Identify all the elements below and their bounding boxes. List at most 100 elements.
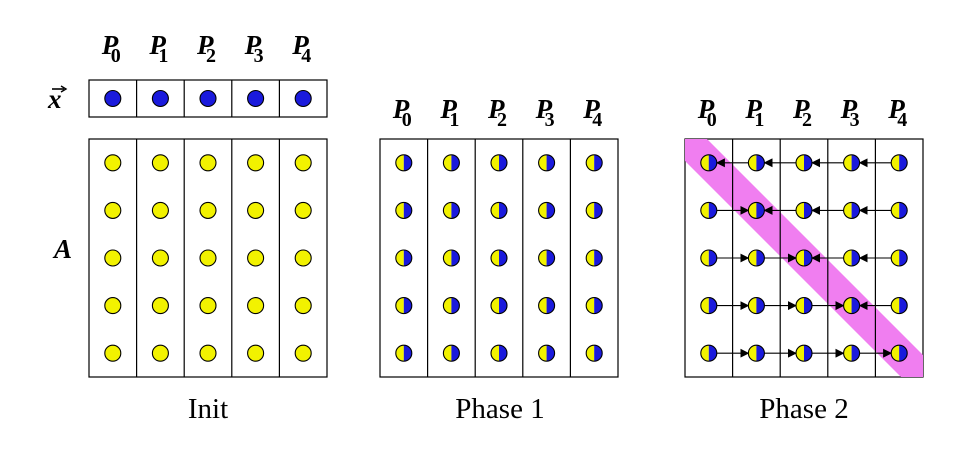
processor-index-4: 4 [301, 45, 311, 67]
half-dot [700, 201, 718, 219]
half-dot-right-part [708, 202, 717, 219]
half-dot-left-part [395, 297, 404, 314]
half-dot-left-part [443, 154, 452, 171]
matrix-a-dots-init [104, 154, 312, 362]
half-dot-left-part [748, 202, 757, 219]
half-dot-outline [538, 249, 556, 267]
x-dot [104, 89, 122, 108]
a-dot [104, 201, 122, 219]
a-dot [247, 201, 265, 219]
half-dot-outline [395, 249, 413, 267]
processor-index-2: 2 [206, 45, 216, 67]
half-dot-left-part [700, 250, 709, 266]
half-dot-left-part [796, 250, 804, 266]
half-dot-right-part [756, 154, 765, 171]
half-dot-right-part [756, 202, 765, 219]
half-dot-right-part [899, 345, 908, 362]
half-dot-right-part [499, 154, 507, 171]
half-dot-right-part [403, 154, 412, 171]
half-dot [747, 297, 765, 315]
half-dot-right-part [403, 202, 412, 219]
half-dot [490, 249, 508, 267]
half-dot-left-part [443, 345, 452, 362]
a-dot [104, 344, 122, 362]
half-dot-left-part [748, 154, 757, 171]
caption-phase-2: Phase 2 [759, 393, 848, 425]
half-dot-outline [795, 297, 813, 315]
matrix-a-dots-phase1 [395, 154, 603, 362]
half-dot [747, 201, 765, 219]
processor-index-3: 3 [545, 109, 555, 131]
a-dot [199, 297, 217, 315]
half-dot-outline [490, 154, 508, 172]
half-dot-left-part [491, 202, 499, 219]
half-dot-right-part [546, 297, 555, 314]
half-dot-left-part [796, 297, 804, 314]
processor-label-0: P [697, 94, 715, 124]
half-dot-left-part [796, 154, 804, 171]
half-dot-right-part [451, 202, 460, 219]
half-dot-outline [442, 249, 460, 267]
a-dot [104, 297, 122, 315]
a-dot [151, 344, 169, 362]
half-dot-left-part [395, 250, 404, 266]
half-dot-right-part [594, 297, 603, 314]
half-dot-right-part [451, 297, 460, 314]
half-dot-outline [700, 154, 718, 172]
a-dot [199, 154, 217, 172]
half-dot-left-part [891, 345, 900, 362]
half-dot-left-part [491, 250, 499, 266]
half-dot-right-part [708, 297, 717, 314]
half-dot [585, 201, 603, 219]
half-dot-outline [395, 297, 413, 315]
half-dot-right-part [708, 250, 717, 266]
half-dot [395, 344, 413, 362]
processor-label-4: P [291, 30, 309, 60]
half-dot-left-part [891, 250, 900, 266]
a-dot [104, 154, 122, 172]
processor-index-1: 1 [158, 45, 168, 67]
half-dot-right-part [451, 345, 460, 362]
x-dot [151, 89, 169, 108]
half-dot-left-part [796, 202, 804, 219]
half-dot-right-part [851, 250, 860, 266]
a-dot [151, 154, 169, 172]
half-dot-right-part [804, 154, 812, 171]
processor-index-2: 2 [497, 109, 507, 131]
half-dot-left-part [748, 250, 757, 266]
half-dot [843, 297, 861, 315]
half-dot-outline [395, 344, 413, 362]
x-dot [247, 89, 265, 108]
half-dot-outline [795, 154, 813, 172]
half-dot-outline [585, 201, 603, 219]
half-dot-left-part [700, 154, 709, 171]
half-dot-outline [585, 297, 603, 315]
half-dot-outline [442, 201, 460, 219]
half-dot-left-part [443, 250, 452, 266]
half-dot-right-part [499, 345, 507, 362]
half-dot-right-part [594, 202, 603, 219]
processor-index-2: 2 [802, 109, 812, 131]
half-dot-outline [795, 249, 813, 267]
a-dot [247, 154, 265, 172]
half-dot-outline [747, 297, 765, 315]
half-dot [585, 297, 603, 315]
half-dot-left-part [843, 154, 852, 171]
half-dot-left-part [843, 202, 852, 219]
processor-label-3: P [535, 94, 553, 124]
half-dot-left-part [586, 250, 595, 266]
half-dot-right-part [804, 297, 812, 314]
half-dot-outline [890, 344, 908, 362]
half-dot-outline [843, 249, 861, 267]
half-dot-left-part [491, 345, 499, 362]
half-dot-left-part [700, 297, 709, 314]
half-dot-outline [585, 154, 603, 172]
half-dot-outline [700, 249, 718, 267]
half-dot-right-part [804, 345, 812, 362]
half-dot [395, 201, 413, 219]
half-dot-outline [490, 249, 508, 267]
half-dot-left-part [586, 297, 595, 314]
half-dot-right-part [804, 202, 812, 219]
